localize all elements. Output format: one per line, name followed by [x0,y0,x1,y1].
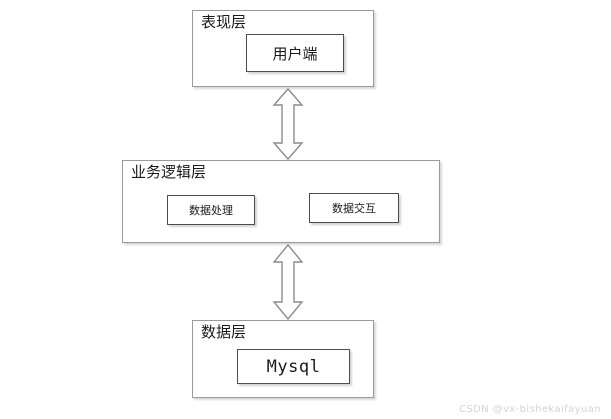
module-mysql: Mysql [237,349,350,384]
layer-data-title: 数据层 [201,325,247,341]
module-client: 用户端 [246,34,344,72]
connector-business-data-arrow [268,243,308,321]
layer-business: 业务逻辑层 数据处理 数据交互 [122,160,440,243]
connector-presentation-business-arrow [268,87,308,161]
layer-data: 数据层 Mysql [192,320,374,398]
layer-business-title: 业务逻辑层 [131,165,207,181]
module-data-exchange: 数据交互 [309,193,399,223]
layer-presentation: 表现层 用户端 [192,10,374,87]
module-data-process: 数据处理 [167,195,255,225]
layer-presentation-title: 表现层 [201,15,247,31]
watermark-text: CSDN @vx-bishekaifayuan [458,404,601,415]
